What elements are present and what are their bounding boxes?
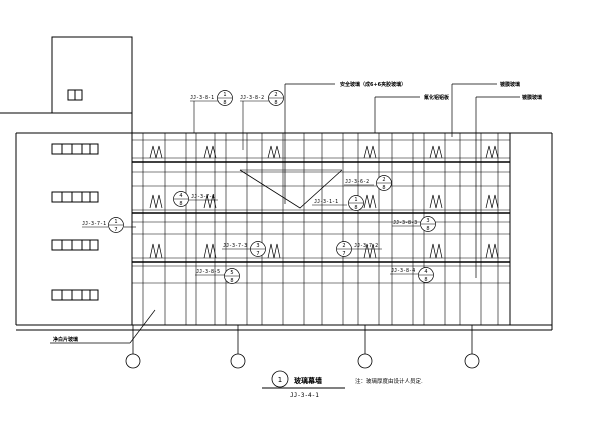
side-window-row-1 [52,144,98,154]
detail-ref-8: 2 7 JJ-3-7-2 [337,242,383,257]
detail-ref-code: JJ-3-8-1 [190,95,214,101]
axis-bubbles [126,325,479,368]
detail-ref-code: JJ-3-7-1 [191,194,215,200]
drawing-code: JJ-3-4-1 [290,392,319,399]
title-block: 1 玻璃幕墙 JJ-3-4-1 注：玻璃厚度由设计人员定. [262,371,423,399]
title-number: 1 [278,376,282,384]
detail-ref-num: 1 [114,219,117,225]
detail-ref-sheet: 8 [354,205,357,211]
detail-ref-num: 3 [426,218,429,224]
building-outline [0,37,552,330]
callout-coated-glass-1: 镀膜玻璃 [500,81,520,88]
side-window-row-3 [52,240,98,250]
detail-ref-3: 4 8 JJ-3-7-1 [174,192,219,207]
detail-ref-sheet: 7 [256,251,259,257]
detail-ref-sheet: 8 [223,100,226,106]
detail-ref-sheet: 8 [230,278,233,284]
detail-ref-num: 2 [274,92,277,98]
detail-ref-num: 1 [354,197,357,203]
detail-ref-code: JJ-3-6-2 [345,179,369,185]
detail-ref-code: JJ-3-7-1 [82,221,106,227]
axis-bubble [465,354,479,368]
detail-ref-sheet: 8 [426,226,429,232]
detail-ref-sheet: 8 [179,201,182,207]
detail-ref-6: JJ-3-8-3 3 8 [392,217,436,232]
side-windows [52,90,98,300]
detail-ref-num: 4 [179,193,182,199]
drawing-title: 玻璃幕墙 [294,376,322,385]
detail-ref-code: JJ-3-8-3 [393,220,417,226]
detail-ref-sheet: 8 [424,277,427,283]
detail-ref-num: 4 [424,269,427,275]
detail-ref-7: JJ-3-7-3 3 7 [222,242,266,257]
opening-marks [150,146,498,258]
detail-ref-code: JJ-3-8-5 [196,269,220,275]
side-window-row-2 [52,192,98,202]
callout-float-glass: 净白片玻璃 [53,336,78,343]
detail-ref-num: 5 [230,270,233,276]
detail-ref-code: JJ-3-7-3 [223,243,247,249]
detail-ref-5: JJ-3-1-1 1 8 [312,196,364,211]
detail-ref-num: 1 [223,92,226,98]
detail-ref-num: 3 [256,243,259,249]
callout-coated-glass-2: 镀膜玻璃 [522,94,542,101]
detail-ref-num: 2 [342,243,345,249]
detail-ref-sheet: 8 [274,100,277,106]
detail-ref-code: JJ-3-8-2 [240,95,264,101]
detail-ref-9: JJ-3-8-5 5 8 [195,269,240,284]
drawing-note: 注：玻璃厚度由设计人员定. [355,377,423,385]
axis-bubble [126,354,140,368]
curtain-wall-grid [132,133,510,325]
side-window-row-4 [52,290,98,300]
callout-safety-glass: 安全玻璃（成6+6夹胶玻璃） [340,81,406,88]
detail-ref-code: JJ-3-7-2 [354,243,378,249]
axis-bubble [231,354,245,368]
detail-ref-1: JJ-3-8-2 2 8 [240,91,284,151]
detail-ref-2: JJ-3-6-2 2 8 [344,176,392,191]
detail-ref-sheet: 7 [114,227,117,233]
detail-ref-code: JJ-3-1-1 [314,199,338,205]
detail-ref-num: 2 [382,177,385,183]
detail-ref-4: JJ-3-7-1 1 7 [82,218,136,233]
detail-ref-0: JJ-3-8-1 1 8 [190,91,233,134]
detail-ref-sheet: 8 [382,185,385,191]
callout-leaders [50,84,520,343]
detail-ref-10: JJ-3-8-4 4 8 [390,268,434,283]
detail-ref-code: JJ-3-8-4 [391,268,415,274]
callout-fluorocarbon-panel: 氟化铝铝板 [424,94,450,101]
axis-bubble [358,354,372,368]
detail-ref-sheet: 7 [342,251,345,257]
